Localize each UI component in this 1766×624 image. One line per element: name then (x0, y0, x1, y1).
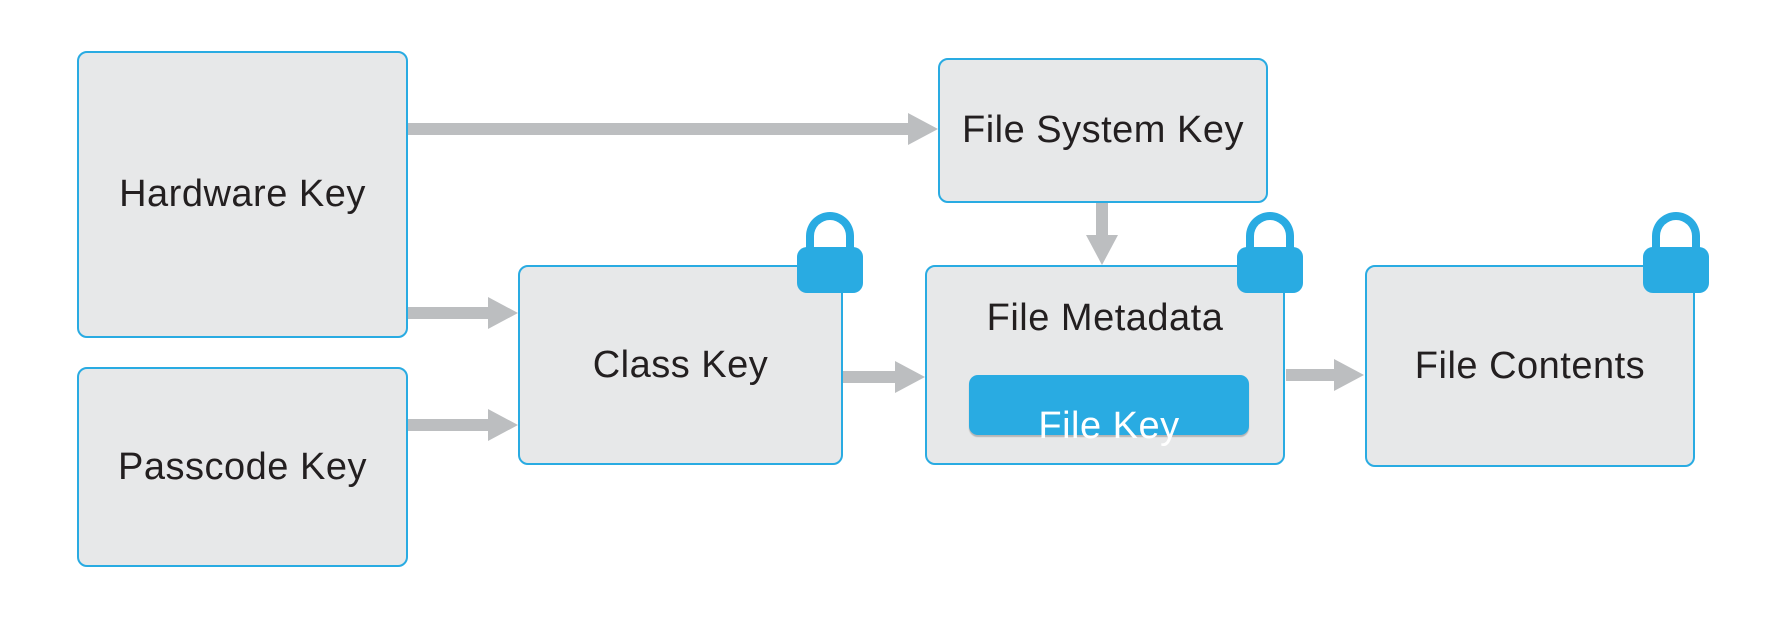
file-metadata-label: File Metadata (986, 297, 1224, 339)
arrow-head (1334, 359, 1364, 391)
lock-keyhole-stem (1267, 229, 1273, 243)
lock-icon (797, 212, 863, 293)
lock-shackle (1652, 212, 1700, 256)
arrow-shaft (408, 419, 488, 431)
hardware-key-label: Hardware Key (119, 173, 366, 215)
arrow-shaft (1096, 203, 1108, 235)
lock-icon (1237, 212, 1303, 293)
arrow-head (908, 113, 938, 145)
arrow-shaft (408, 123, 908, 135)
arrow-head (895, 361, 925, 393)
lock-keyhole-stem (827, 229, 833, 243)
arrow-shaft (1286, 369, 1334, 381)
lock-shackle (806, 212, 854, 256)
file-metadata-box: File Metadata File Key (925, 265, 1285, 465)
passcode-key-box: Passcode Key (77, 367, 408, 567)
arrow-class-to-metadata (843, 361, 925, 393)
arrow-shaft (843, 371, 895, 383)
lock-body (1643, 247, 1709, 293)
arrow-head (1086, 235, 1118, 265)
file-key-label: File Key (1038, 405, 1180, 447)
file-system-key-label: File System Key (961, 109, 1245, 151)
file-system-key-box: File System Key (938, 58, 1268, 203)
arrow-hardware-to-filesystem (408, 113, 938, 145)
passcode-key-label: Passcode Key (118, 445, 367, 488)
file-contents-box: File Contents (1365, 265, 1695, 467)
arrow-shaft (408, 307, 488, 319)
arrow-metadata-to-contents (1286, 359, 1364, 391)
class-key-box: Class Key (518, 265, 843, 465)
class-key-label: Class Key (592, 343, 769, 386)
arrow-filesystem-to-metadata (1086, 203, 1118, 265)
hardware-key-box: Hardware Key (77, 51, 408, 338)
lock-keyhole (1670, 221, 1682, 232)
file-key-box: File Key (969, 375, 1249, 447)
lock-keyhole (1264, 221, 1276, 232)
arrow-passcode-to-class (408, 409, 518, 441)
file-contents-label: File Contents (1414, 344, 1646, 387)
arrow-head (488, 409, 518, 441)
lock-shackle (1246, 212, 1294, 256)
lock-body (797, 247, 863, 293)
arrow-hardware-to-class (408, 297, 518, 329)
arrow-head (488, 297, 518, 329)
lock-body (1237, 247, 1303, 293)
lock-keyhole (824, 221, 836, 232)
lock-keyhole-stem (1673, 229, 1679, 243)
lock-icon (1643, 212, 1709, 293)
